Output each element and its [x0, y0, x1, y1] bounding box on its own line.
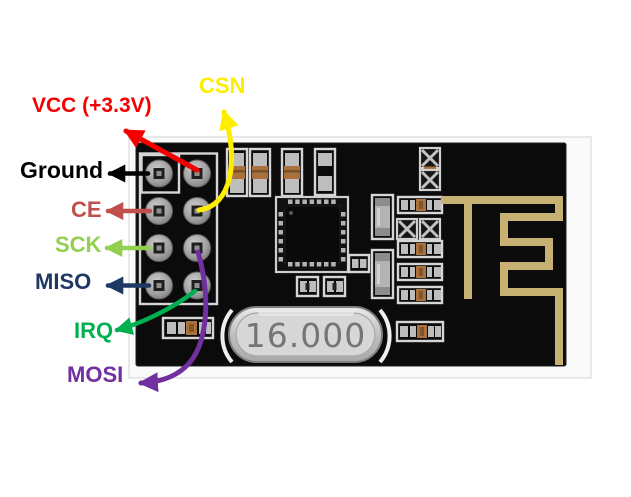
- smd-component: [396, 239, 444, 259]
- smd-component: [396, 262, 444, 282]
- capacitor-x: [418, 146, 442, 170]
- header-pin-ce: [145, 197, 173, 225]
- smd-component: [280, 147, 304, 198]
- smd-components-mid: [295, 253, 371, 298]
- crystal-oscillator: 16.000: [220, 306, 392, 364]
- ground-label: Ground: [20, 157, 104, 183]
- smd-component: [248, 147, 272, 198]
- smd-component: [322, 275, 347, 298]
- header-pin-gnd: [145, 159, 173, 188]
- smd-component: [347, 253, 371, 274]
- miso-label: MISO: [35, 269, 92, 294]
- crystal-frequency: 16.000: [245, 316, 366, 355]
- capacitor-x: [418, 168, 442, 192]
- mosi-label: MOSI: [67, 362, 124, 387]
- irq-label: IRQ: [74, 318, 114, 343]
- ce-label: CE: [71, 197, 102, 222]
- pin-arrows: [104, 109, 239, 393]
- pcb-antenna: [441, 196, 563, 365]
- header-pin-miso: [145, 271, 173, 300]
- csn-arrow: [196, 109, 239, 213]
- vcc-label: VCC (+3.3V): [32, 94, 152, 117]
- capacitor-x: [418, 217, 442, 241]
- mosi-arrow: [138, 249, 209, 393]
- smd-components-right: [370, 146, 444, 305]
- qfn-chip: [274, 195, 350, 274]
- chip-pin1-dot: [289, 211, 293, 215]
- sck-label: SCK: [55, 232, 102, 257]
- csn-label: CSN: [199, 73, 246, 98]
- irq-arrow: [114, 288, 198, 335]
- inductor: [370, 193, 395, 241]
- smd-component: [295, 275, 320, 298]
- vcc-arrow: [123, 128, 200, 173]
- smd-component: [396, 285, 444, 305]
- header-pin-mosi: [183, 234, 211, 262]
- inductor: [370, 248, 395, 300]
- smd-component: [313, 147, 337, 197]
- smd-component-bottom-right: [395, 320, 445, 343]
- pin-header: [138, 152, 219, 306]
- capacitor-x: [395, 217, 419, 241]
- smd-component: [396, 195, 444, 215]
